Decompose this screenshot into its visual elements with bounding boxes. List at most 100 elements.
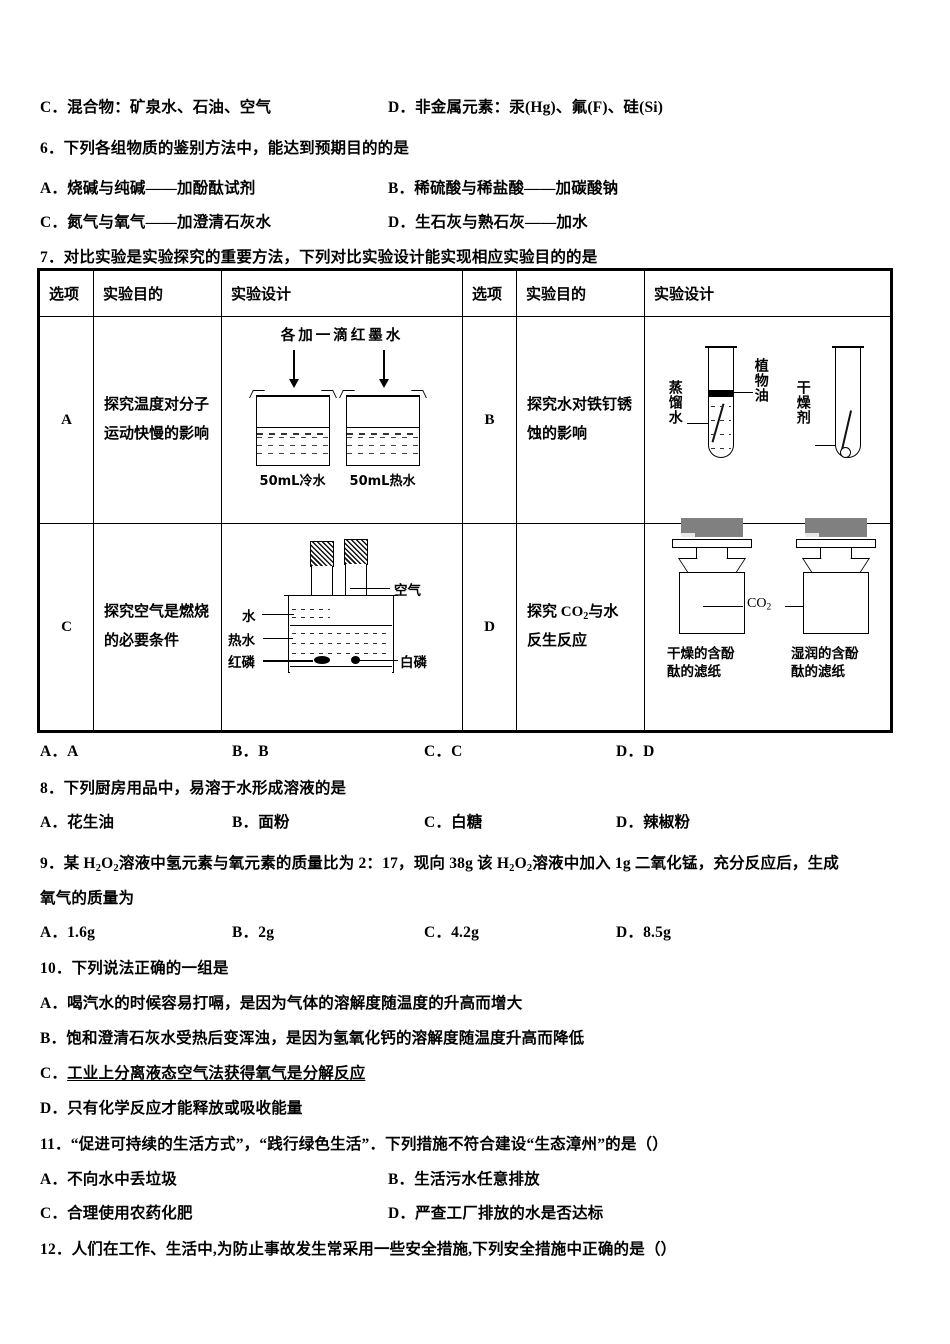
- dry-paper-caption-l2: 酞的滤纸: [667, 663, 721, 680]
- dry-phenolphthalein-paper: [681, 517, 743, 537]
- leader-line-co2-left: [703, 605, 743, 608]
- leader-line-water: [687, 422, 709, 425]
- row-b-purpose: 探究水对铁钉锈蚀的影响: [516, 316, 645, 524]
- q10-option-d: D．只有化学反应才能释放或吸收能量: [40, 1100, 303, 1117]
- beaker-bottom: [290, 665, 392, 673]
- beaker-rim-line: [284, 594, 398, 597]
- beaker-water: [257, 426, 329, 465]
- q11-stem: 11．“促进可持续的生活方式”，“践行绿色生活”．下列措施不符合建设“生态漳州”…: [40, 1136, 668, 1153]
- row-c-design: 空气: [221, 523, 463, 731]
- beaker-rim: [256, 394, 330, 397]
- row-d-purpose-part2: 与水: [588, 603, 619, 620]
- leader-line-desiccant: [815, 444, 837, 447]
- arrow-left-icon: [289, 349, 299, 388]
- q9-option-c: C．4.2g: [424, 924, 480, 941]
- white-phosphorus-lump: [351, 655, 360, 664]
- moist-paper-caption: 湿润的含酚 酞的滤纸: [791, 645, 859, 681]
- row-c-purpose-text: 探究空气是燃烧的必要条件: [104, 603, 210, 649]
- q7-answer-row: A．A B．B C．C D．D: [40, 744, 910, 760]
- header-purpose-right: 实验目的: [516, 270, 645, 317]
- water-dash: [711, 405, 731, 407]
- row-a-purpose-text: 探究温度对分子运动快慢的影响: [104, 396, 210, 442]
- jar-body: [803, 571, 869, 634]
- water-dash: [292, 616, 330, 618]
- red-phosphorus-lump: [314, 655, 330, 664]
- q10-option-a: A．喝汽水的时候容易打嗝，是因为气体的溶解度随温度的升高而增大: [40, 995, 523, 1012]
- q7-answer-a: A．A: [40, 743, 79, 760]
- jar-neck: [820, 547, 852, 559]
- row-c-option: C: [39, 523, 94, 731]
- leader-line-oil: [733, 391, 753, 394]
- table-row: C 探究空气是燃烧的必要条件 空气: [39, 517, 891, 731]
- moist-phenolphthalein-paper: [805, 517, 867, 537]
- q7-answer-d: D．D: [616, 743, 655, 760]
- beaker-cold-caption: 50mL冷水: [259, 473, 326, 489]
- stopper-right: [344, 538, 368, 565]
- jar-lid: [672, 538, 752, 548]
- tube-body: [835, 347, 861, 458]
- q9-sub-3: 2: [509, 862, 515, 874]
- jar-body: [679, 571, 745, 634]
- moist-paper-caption-l1: 湿润的含酚: [791, 645, 859, 662]
- co2-label-text: CO: [747, 595, 767, 611]
- q10-option-c-text: 工业上分离液态空气法获得氧气是分解反应: [67, 1065, 366, 1082]
- q6-options-row2: C．氮气与氧气——加澄清石灰水 D．生石灰与熟石灰——加水: [40, 215, 910, 231]
- q6-options-row1: A．烧碱与纯碱——加酚酞试剂 B．稀硫酸与稀盐酸——加碳酸钠: [40, 181, 910, 197]
- q8-stem: 8．下列厨房用品中，易溶于水形成溶液的是: [40, 780, 347, 797]
- row-d-design: CO2 干燥的含酚 酞的滤纸: [644, 517, 891, 731]
- desiccant-label: 干燥剂: [794, 379, 811, 425]
- q12-stem: 12．人们在工作、生活中,为防止事故发生常采用一些安全措施,下列安全措施中正确的…: [40, 1241, 677, 1258]
- dry-paper-caption: 干燥的含酚 酞的滤纸: [667, 645, 735, 681]
- header-option-right: 选项: [462, 270, 517, 317]
- q7-stem: 7．对比实验是实验探究的重要方法，下列对比实验设计能实现相应实验目的的是: [40, 249, 598, 266]
- beaker-rim: [346, 394, 420, 397]
- q9-stem-d: O: [514, 855, 527, 872]
- water-dash: [711, 447, 731, 449]
- q9-stem-line2: 氧气的质量为: [40, 890, 135, 907]
- leader-line-water: [262, 613, 294, 616]
- experiment-comparison-table: 选项 实验目的 实验设计 选项 实验目的 实验设计 A 探究温度对分子运动快慢的…: [37, 268, 893, 733]
- water-dash: [292, 608, 330, 610]
- row-d-purpose-sub: 2: [583, 610, 589, 622]
- q6-option-d: D．生石灰与熟石灰——加水: [388, 214, 588, 231]
- tube-body: [708, 347, 734, 458]
- water-dash: [711, 419, 731, 421]
- nail-head-right: [840, 446, 851, 458]
- q9-option-b: B．2g: [232, 924, 275, 941]
- white-phosphorus-label: 白磷: [400, 654, 427, 671]
- vegetable-oil-layer: [709, 389, 733, 397]
- beaker-water: [347, 426, 419, 465]
- leader-line-red-p: [263, 659, 313, 663]
- table-row: A 探究温度对分子运动快慢的影响 各加一滴红墨水: [39, 316, 891, 524]
- row-d-purpose-text: 探究 CO2与水 反生反应: [527, 598, 634, 657]
- q5-option-c: C．混合物：矿泉水、石油、空气: [40, 99, 272, 116]
- tube-rim: [832, 345, 864, 348]
- q10-option-b: B．饱和澄清石灰水受热后变浑浊，是因为氢氧化钙的溶解度随温度升高而降低: [40, 1030, 585, 1047]
- distilled-water-label: 蒸馏水: [666, 379, 683, 425]
- test-tube-right: [832, 345, 864, 458]
- vegetable-oil-label: 植物油: [752, 357, 769, 403]
- q5-option-d: D．非金属元素：汞(Hg)、氟(F)、硅(Si): [388, 99, 664, 116]
- row-a-design: 各加一滴红墨水 50mL冷水: [221, 316, 463, 524]
- red-phosphorus-label: 红磷: [228, 654, 255, 671]
- q9-option-a: A．1.6g: [40, 924, 96, 941]
- q7-answer-b: B．B: [232, 743, 269, 760]
- q11-option-b: B．生活污水任意排放: [388, 1171, 540, 1188]
- hot-water-body: [290, 624, 392, 671]
- row-b-purpose-text: 探究水对铁钉锈蚀的影响: [527, 396, 633, 442]
- q9-option-d: D．8.5g: [616, 924, 672, 941]
- q8-option-c: C．白糖: [424, 814, 483, 831]
- q9-stem-e: 溶液中加入 1g 二氧化锰，充分反应后，生成: [532, 855, 840, 872]
- moist-paper-caption-l2: 酞的滤纸: [791, 663, 845, 680]
- row-d-purpose-line2: 反生反应: [527, 633, 588, 649]
- co2-label-sub: 2: [766, 602, 772, 613]
- air-label: 空气: [394, 582, 421, 599]
- row-a-purpose: 探究温度对分子运动快慢的影响: [93, 316, 222, 524]
- leader-line-white-p: [358, 659, 398, 662]
- stopper-left: [310, 540, 334, 567]
- header-purpose-left: 实验目的: [93, 270, 222, 317]
- q6-option-b: B．稀硫酸与稀盐酸——加碳酸钠: [388, 180, 619, 197]
- arrow-right-icon: [379, 349, 389, 388]
- q11-option-c: C．合理使用农药化肥: [40, 1205, 193, 1222]
